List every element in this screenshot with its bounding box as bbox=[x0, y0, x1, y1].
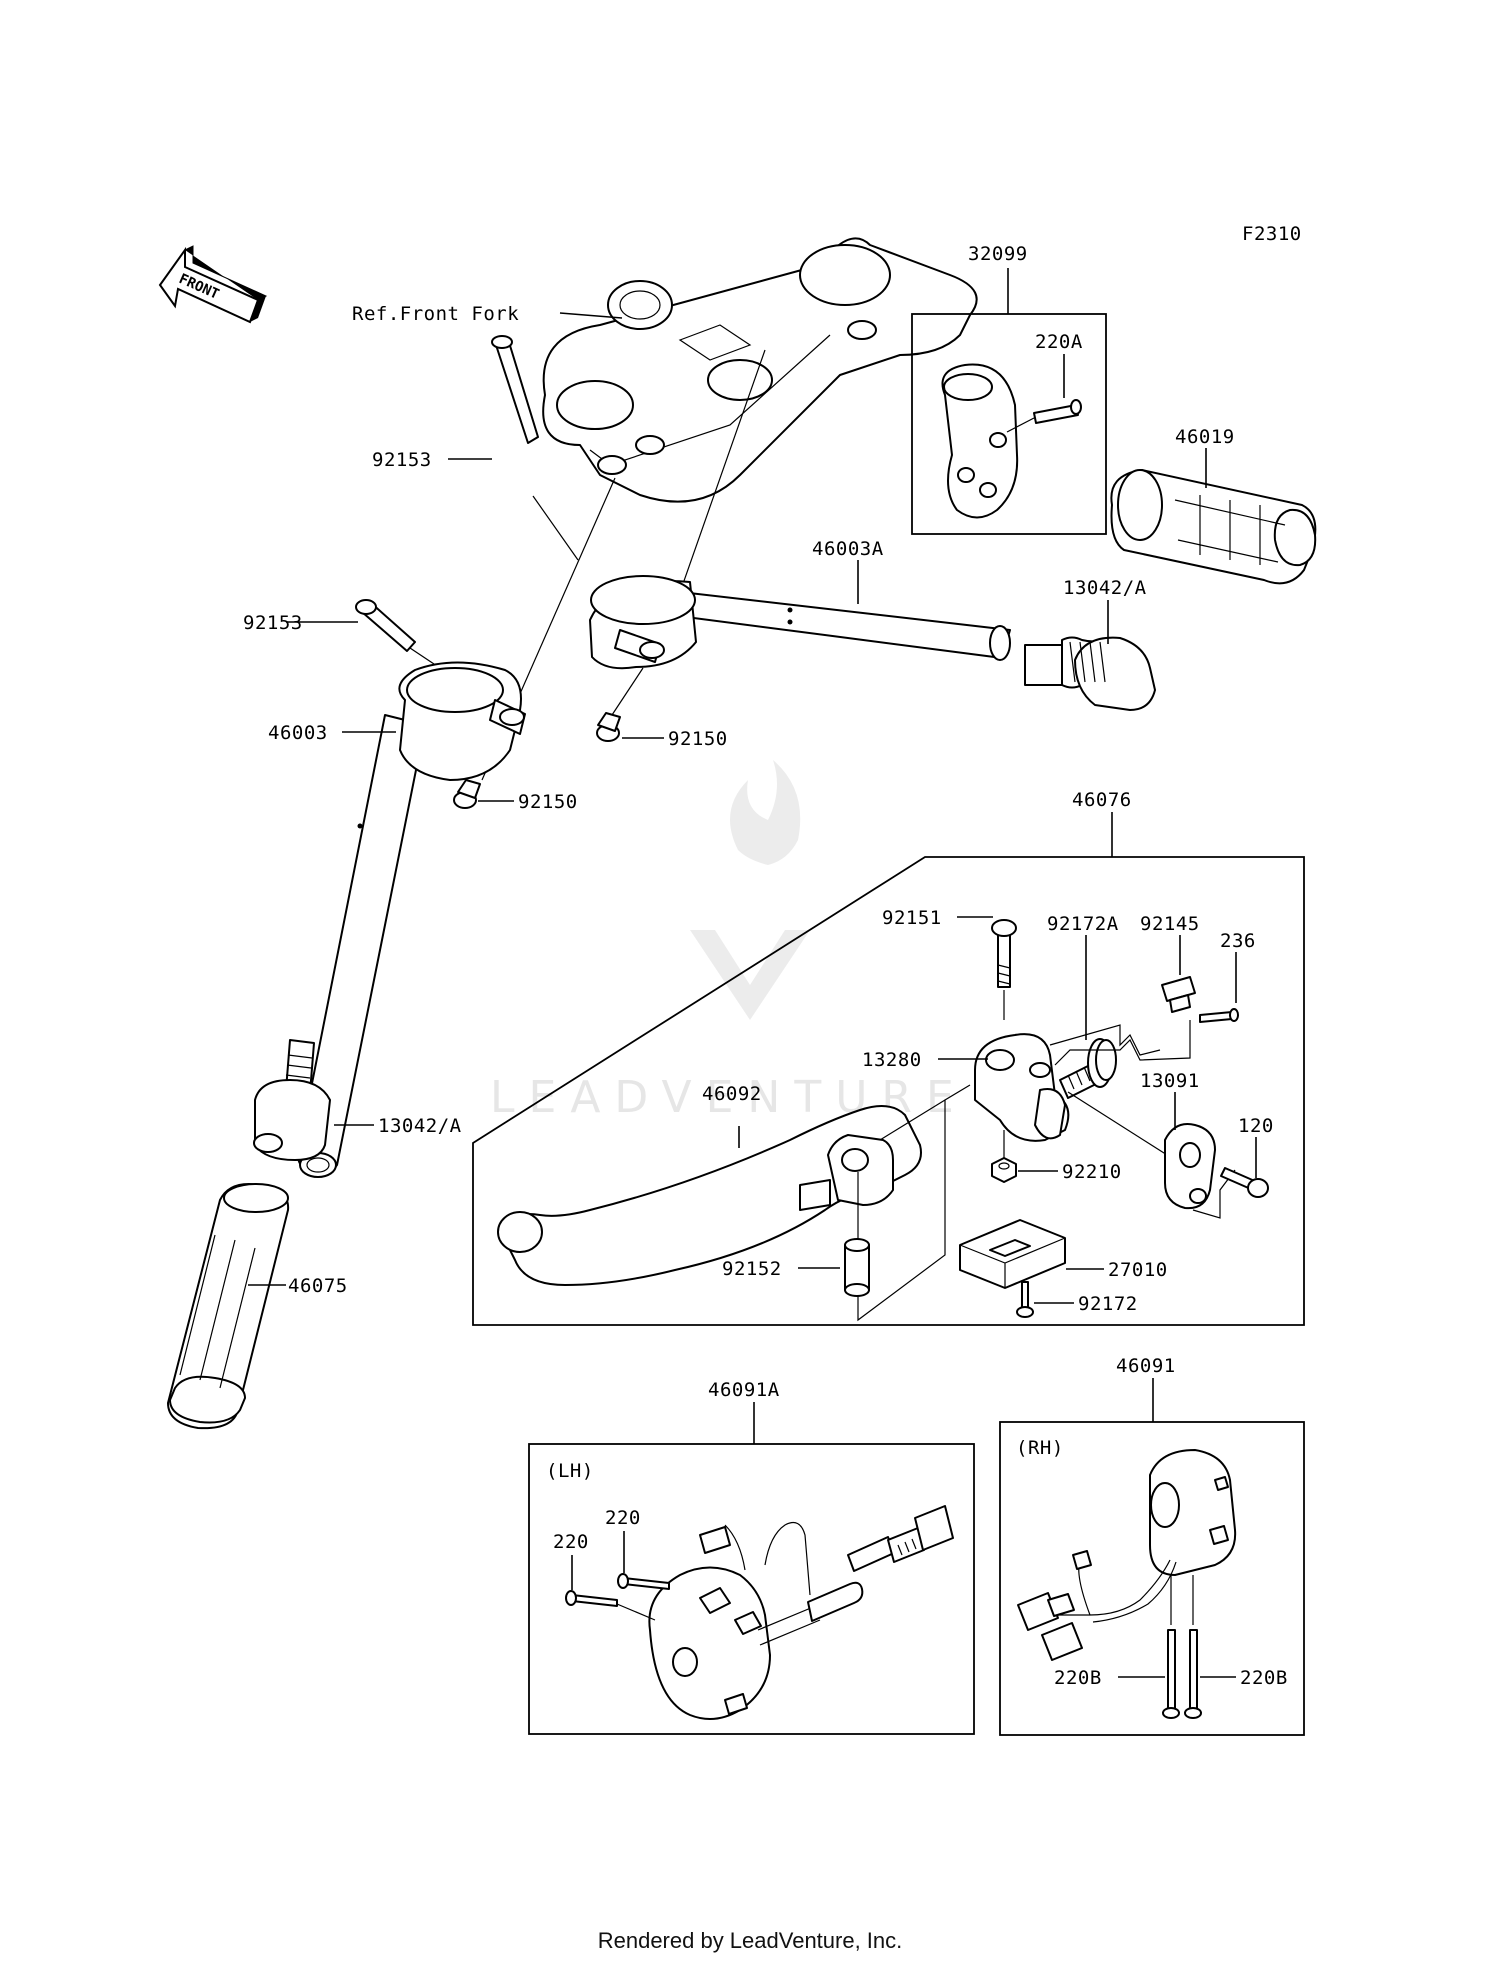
lever-holder-13280 bbox=[974, 1033, 1070, 1142]
assembly-box-46091 bbox=[999, 1421, 1305, 1736]
label-46091A: 46091A bbox=[708, 1379, 780, 1401]
label-236: 236 bbox=[1220, 930, 1256, 952]
bolt-92150-left bbox=[453, 779, 481, 809]
screw-92172 bbox=[1016, 1281, 1034, 1318]
right-switch-housing-46091 bbox=[1017, 1449, 1237, 1661]
spring-92145 bbox=[1161, 976, 1196, 1013]
label-13042A-right: 13042/A bbox=[1063, 577, 1147, 599]
assembly-box-32099 bbox=[911, 313, 1107, 535]
label-92172A: 92172A bbox=[1047, 913, 1119, 935]
label-32099: 32099 bbox=[968, 243, 1028, 265]
label-92153-top: 92153 bbox=[372, 449, 432, 471]
assembly-box-46091A bbox=[528, 1443, 975, 1735]
brake-lever-46092 bbox=[497, 1105, 922, 1286]
bar-end-13042A-left bbox=[253, 1039, 331, 1161]
label-46091: 46091 bbox=[1116, 1355, 1176, 1377]
collar-92152 bbox=[844, 1238, 870, 1297]
left-switch-housing-46091A bbox=[648, 1505, 954, 1720]
figure-code: F2310 bbox=[1242, 223, 1302, 245]
assembly-box-46076 bbox=[472, 856, 1305, 1326]
clamp-13091 bbox=[1164, 1123, 1216, 1210]
label-13091: 13091 bbox=[1140, 1070, 1200, 1092]
label-220-a: 220 bbox=[553, 1531, 589, 1553]
front-arrow-icon: FRONT bbox=[158, 245, 268, 324]
bolt-120 bbox=[1220, 1167, 1269, 1198]
label-92152: 92152 bbox=[722, 1258, 782, 1280]
label-92151: 92151 bbox=[882, 907, 942, 929]
screw-220B-right bbox=[1184, 1629, 1202, 1719]
throttle-grip-46019 bbox=[1110, 469, 1317, 585]
label-46003A: 46003A bbox=[812, 538, 884, 560]
label-92145: 92145 bbox=[1140, 913, 1200, 935]
clip-on-46003A bbox=[589, 575, 1011, 670]
label-92172: 92172 bbox=[1078, 1293, 1138, 1315]
label-46075: 46075 bbox=[288, 1275, 348, 1297]
screw-220-b bbox=[617, 1573, 670, 1590]
footer-credit: Rendered by LeadVenture, Inc. bbox=[597, 1928, 903, 1953]
bolt-92153-mid bbox=[355, 599, 416, 652]
adjuster-92172A bbox=[1059, 1038, 1117, 1099]
label-rh: (RH) bbox=[1016, 1437, 1064, 1459]
label-27010: 27010 bbox=[1108, 1259, 1168, 1281]
switch-27010 bbox=[959, 1219, 1066, 1289]
bar-end-13042A-right bbox=[1024, 636, 1156, 711]
label-46092: 46092 bbox=[702, 1083, 762, 1105]
label-220-b: 220 bbox=[605, 1507, 641, 1529]
label-ref-front-fork: Ref.Front Fork bbox=[352, 303, 519, 325]
screw-220A bbox=[1033, 399, 1082, 424]
label-lh: (LH) bbox=[546, 1460, 594, 1482]
label-46076: 46076 bbox=[1072, 789, 1132, 811]
label-13042A-left: 13042/A bbox=[378, 1115, 462, 1137]
label-220B-right: 220B bbox=[1240, 1667, 1288, 1689]
label-220A: 220A bbox=[1035, 331, 1083, 353]
label-92210: 92210 bbox=[1062, 1161, 1122, 1183]
label-120: 120 bbox=[1238, 1115, 1274, 1137]
pin-92151 bbox=[991, 919, 1017, 988]
clip-on-46003 bbox=[297, 661, 526, 1178]
label-220B-left: 220B bbox=[1054, 1667, 1102, 1689]
label-92153-mid: 92153 bbox=[243, 612, 303, 634]
label-92150-right: 92150 bbox=[668, 728, 728, 750]
screw-236 bbox=[1199, 1008, 1239, 1023]
label-46019: 46019 bbox=[1175, 426, 1235, 448]
label-13280: 13280 bbox=[862, 1049, 922, 1071]
bolt-92153-top bbox=[491, 335, 539, 444]
top-triple-clamp bbox=[542, 237, 978, 503]
throttle-housing-32099 bbox=[941, 363, 1019, 519]
bolt-92150-right bbox=[596, 712, 621, 742]
left-grip-46075 bbox=[167, 1183, 290, 1430]
label-46003: 46003 bbox=[268, 722, 328, 744]
screw-220-a bbox=[565, 1590, 618, 1607]
nut-92210 bbox=[991, 1157, 1017, 1183]
screw-220B-left bbox=[1162, 1629, 1180, 1719]
label-92150-left: 92150 bbox=[518, 791, 578, 813]
